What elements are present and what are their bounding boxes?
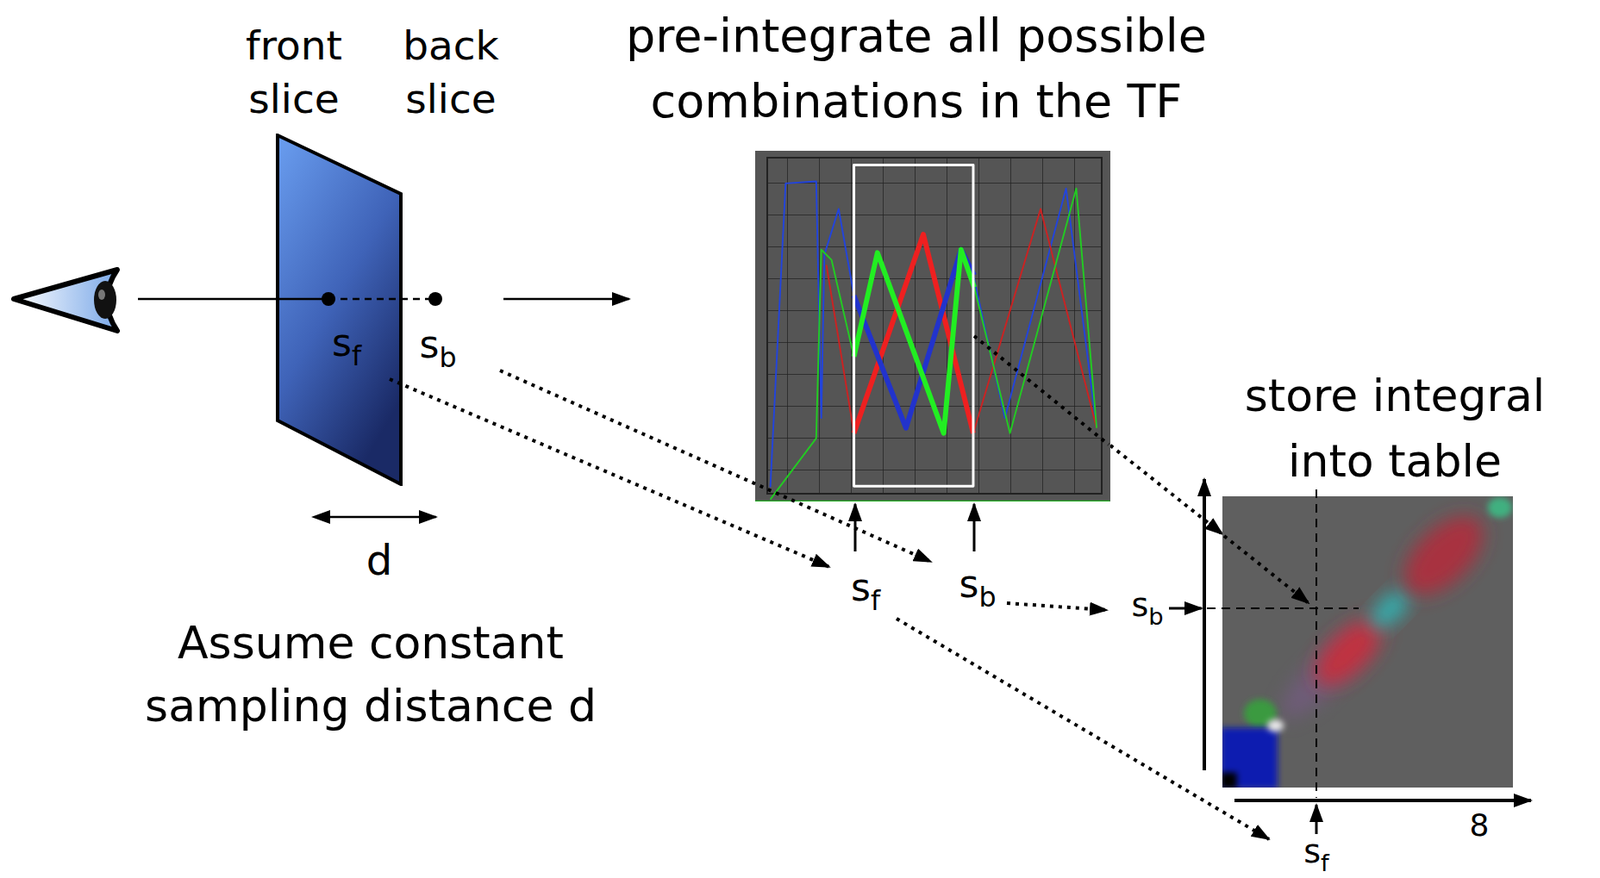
red-curve — [973, 208, 1097, 433]
blob — [1390, 502, 1498, 610]
blob — [1364, 584, 1416, 636]
table-image — [1222, 496, 1513, 788]
crosshair — [1206, 489, 1359, 799]
slice-shape — [377, 133, 505, 487]
axis-label: sf — [1300, 834, 1332, 873]
sample-dot — [428, 292, 443, 307]
slice-shape — [275, 133, 403, 487]
table-texture — [1222, 496, 1513, 788]
blob — [1487, 497, 1513, 519]
green-curve — [770, 250, 855, 500]
text-subscript: f — [351, 340, 362, 372]
table-axis — [1202, 479, 1207, 771]
text-base: s — [1303, 832, 1321, 871]
distance-arrow — [328, 516, 437, 519]
front-slice: front slicesf — [275, 133, 403, 487]
crosshair-line — [1206, 607, 1359, 610]
transfer-function-chart: pre-integrate all possible combinations … — [755, 150, 1111, 502]
text-subscript: b — [438, 342, 457, 374]
text-base: s — [958, 562, 979, 607]
axis-label: sf — [848, 566, 883, 613]
blob — [1267, 719, 1284, 732]
text-base: s — [418, 322, 439, 367]
blob — [1222, 728, 1278, 788]
blob — [1222, 773, 1238, 788]
text-base: s — [331, 320, 352, 365]
text-base: s — [850, 565, 871, 610]
slice-plane — [277, 135, 401, 485]
green-curve — [974, 188, 1097, 434]
leader-line — [500, 370, 932, 563]
table-axis — [1234, 799, 1532, 803]
slice-heading: back slice — [364, 18, 538, 126]
selection-rect — [854, 165, 974, 488]
leader-line — [1006, 603, 1107, 611]
plot-frame — [767, 157, 1102, 494]
plot-grid — [767, 157, 1102, 494]
back-slice: back slicesb — [377, 133, 505, 487]
tf-plot — [755, 150, 1111, 502]
plot-background — [755, 150, 1111, 502]
table-heading: store integral into table — [1196, 362, 1594, 494]
sample-label: sb — [418, 323, 457, 370]
note-text: Assume constant sampling distance d — [70, 612, 671, 738]
text-subscript: b — [978, 581, 996, 613]
leader-line — [974, 336, 1109, 445]
sample-dot — [321, 292, 336, 307]
text-base: s — [1131, 586, 1149, 625]
eye-icon — [13, 269, 118, 332]
leader-lines — [389, 336, 1309, 840]
view-ray — [503, 298, 630, 301]
axis-label: sb — [1128, 586, 1166, 628]
text-subscript: b — [1148, 603, 1163, 631]
eye-highlight — [98, 289, 106, 300]
view-ray-dashed — [328, 298, 436, 301]
slice-heading: front slice — [207, 18, 381, 126]
slice-plane — [379, 135, 503, 485]
baseline — [755, 500, 1111, 502]
eye-iris — [93, 281, 117, 319]
blue-curve — [770, 181, 855, 488]
view-ray — [137, 298, 329, 301]
eye-outline — [13, 269, 118, 332]
lookup-table: store integral into table — [1222, 496, 1513, 788]
leader-line — [389, 379, 830, 568]
leader-line — [896, 618, 1269, 840]
chart-heading: pre-integrate all possible combinations … — [528, 3, 1305, 135]
crosshair-line — [1315, 489, 1318, 799]
text-subscript: f — [1320, 850, 1330, 877]
axis-label: sb — [956, 562, 999, 610]
distance-label: d — [363, 536, 395, 585]
axis-pointer — [1168, 607, 1202, 611]
green-curve-thick — [854, 250, 975, 434]
blue-curve — [973, 188, 1097, 429]
red-curve — [826, 264, 855, 433]
sample-label: sf — [331, 321, 362, 369]
axis-tick-label: 8 — [1467, 808, 1493, 844]
tf-curves — [755, 165, 1111, 502]
text-subscript: f — [870, 585, 881, 617]
axis-pointer — [973, 504, 976, 552]
leader-line — [1224, 536, 1309, 604]
